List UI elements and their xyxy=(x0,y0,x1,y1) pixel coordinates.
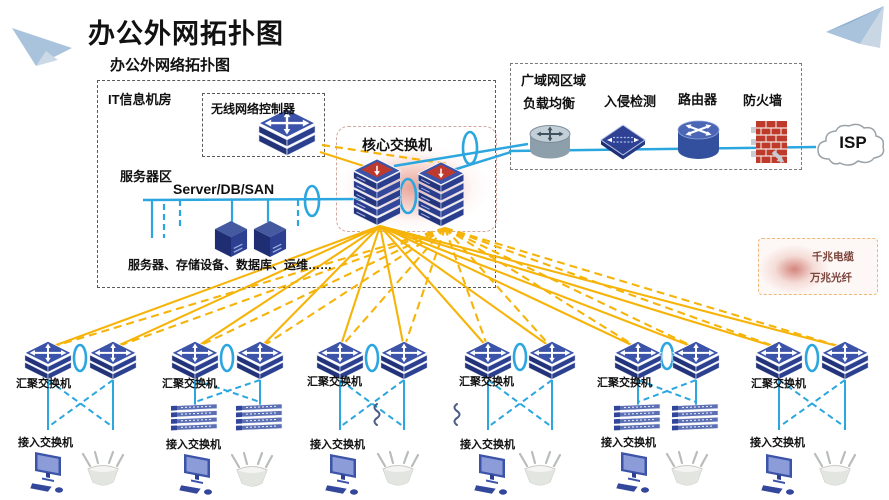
access-switch-label: 接入交换机 xyxy=(166,439,221,451)
router-label: 路由器 xyxy=(678,92,718,107)
wan-zone-box xyxy=(510,63,802,170)
wireless-controller-label: 无线网络控制器 xyxy=(211,102,296,116)
wireless-controller-box xyxy=(202,93,325,157)
wan-zone-label: 广域网区域 xyxy=(521,73,587,88)
server-zone-label: 服务器区 xyxy=(120,169,173,184)
access-switch-label: 接入交换机 xyxy=(310,439,365,451)
load-balancer-label: 负载均衡 xyxy=(523,96,576,111)
access-switch-label: 接入交换机 xyxy=(601,437,656,449)
access-switch-label: 接入交换机 xyxy=(18,437,73,449)
isp-label: ISP xyxy=(839,133,867,152)
core-switch-label: 核心交换机 xyxy=(362,137,432,153)
server-zone-caption: 服务器、存储设备、数据库、运维…… xyxy=(128,258,333,272)
it-room-label: IT信息机房 xyxy=(108,92,172,107)
aggregation-switch-label: 汇聚交换机 xyxy=(751,378,806,390)
frame-title: 办公外网络拓扑图 xyxy=(110,57,231,74)
intrusion-detection-label: 入侵检测 xyxy=(604,94,657,109)
legend-gigabit-cable-label: 千兆电缆 xyxy=(812,251,854,263)
legend-box xyxy=(758,238,878,295)
access-switch-label: 接入交换机 xyxy=(750,437,805,449)
legend-ten-gig-fiber-label: 万兆光纤 xyxy=(810,272,852,284)
server-bus-label: Server/DB/SAN xyxy=(173,181,275,197)
access-switch-label: 接入交换机 xyxy=(460,439,515,451)
aggregation-switch-label: 汇聚交换机 xyxy=(16,378,71,390)
aggregation-switch-label: 汇聚交换机 xyxy=(459,376,514,388)
aggregation-switch-label: 汇聚交换机 xyxy=(307,376,362,388)
aggregation-switch-label: 汇聚交换机 xyxy=(597,377,652,389)
page-title: 办公外网拓扑图 xyxy=(88,19,284,49)
firewall-label: 防火墙 xyxy=(743,93,783,108)
aggregation-switch-label: 汇聚交换机 xyxy=(162,378,217,390)
